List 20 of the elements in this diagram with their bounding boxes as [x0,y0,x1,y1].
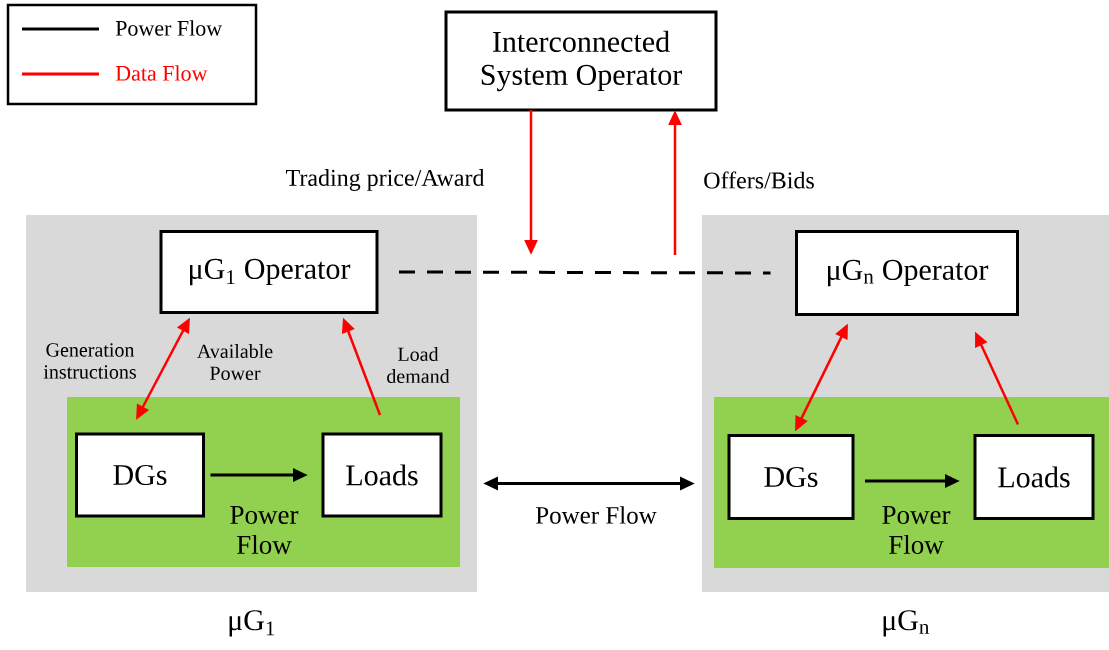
edge-label: Offers/Bids [704,171,814,189]
edge-label: Trading price/Award [286,169,485,191]
node-label: μG$_{1}$ [229,610,275,637]
edge-label: Generation instructions [43,343,136,379]
component-box: Loads [973,434,1095,520]
operator-box: Interconnected System Operator [444,10,718,112]
node-label: μG$_{n}$ [883,610,930,637]
edge-label: Power Flow [882,506,951,554]
operator-box: μG$_{n}$ Operator [795,230,1019,316]
component-box: DGs [75,432,205,518]
edge-label: Load demand [387,346,450,383]
dashed-line [399,270,771,275]
operator-box: μG$_{1}$ Operator [159,230,379,314]
component-box: DGs [727,434,855,520]
legend-label: Data Flow [115,65,208,81]
edge-label: Power Flow [535,506,657,524]
edge-label: Power Flow [230,506,299,554]
component-box: Loads [321,432,443,518]
text-label: Available Power [197,343,273,380]
legend-label: Power Flow [115,20,223,36]
